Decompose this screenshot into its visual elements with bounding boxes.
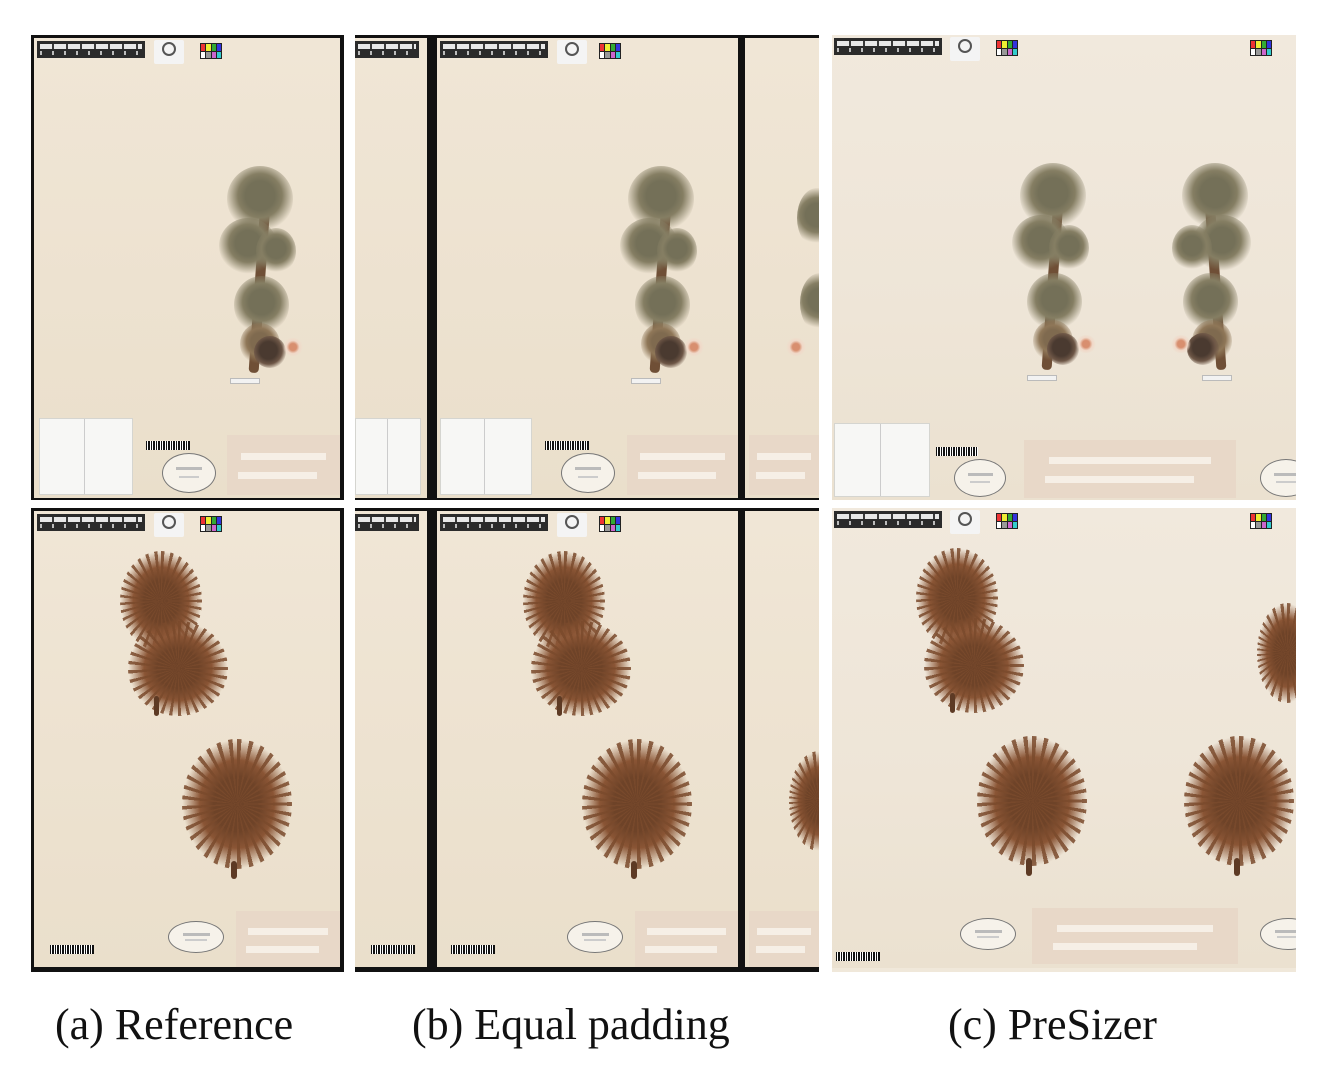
collection-label <box>1024 440 1236 498</box>
color-swatch-icon <box>599 43 621 59</box>
barcode <box>836 952 880 961</box>
caption-equal-padding: (b) Equal padding <box>412 1000 730 1049</box>
herbarium-sheet <box>437 38 738 498</box>
specimen-stamp <box>1260 918 1296 950</box>
color-swatch-icon <box>599 516 621 532</box>
panel-equal-padding-row1 <box>355 35 819 500</box>
color-swatch-icon <box>1250 513 1272 529</box>
institution-logo-icon <box>557 40 587 64</box>
color-swatch-icon <box>1250 40 1272 56</box>
herbarium-sheet <box>34 511 340 967</box>
institution-logo-icon <box>950 510 980 534</box>
institution-logo-icon <box>154 40 184 64</box>
herbarium-sheet-mirrored <box>832 508 1296 968</box>
panel-presizer-row2 <box>832 508 1296 972</box>
padding-left-reflection <box>355 511 427 967</box>
color-ruler <box>834 511 942 528</box>
color-ruler <box>834 38 942 55</box>
caption-presizer: (c) PreSizer <box>948 1000 1157 1049</box>
specimen-stamp <box>162 453 216 493</box>
specimen-stamp <box>168 921 224 953</box>
padding-right-reflection <box>745 38 819 498</box>
specimen-stamp <box>1260 459 1296 497</box>
specimen-stamp <box>561 453 615 493</box>
color-swatch-icon <box>200 516 222 532</box>
collection-label <box>236 911 340 967</box>
panel-equal-padding-row2 <box>355 508 819 972</box>
panel-reference-row1 <box>31 35 344 500</box>
seed-envelope <box>39 418 133 495</box>
institution-logo-icon <box>557 513 587 537</box>
color-swatch-icon <box>200 43 222 59</box>
herbarium-sheet-mirrored <box>832 35 1296 500</box>
color-ruler <box>440 514 548 531</box>
specimen-stamp <box>954 459 1006 497</box>
color-ruler <box>37 41 145 58</box>
collection-label <box>1032 908 1238 964</box>
seed-envelope <box>834 423 930 497</box>
herbarium-sheet <box>34 38 340 498</box>
padding-right-reflection <box>745 511 819 967</box>
specimen-stamp <box>567 921 623 953</box>
panel-reference-row2 <box>31 508 344 972</box>
institution-logo-icon <box>950 37 980 61</box>
barcode <box>50 945 94 954</box>
barcode <box>936 447 978 456</box>
institution-logo-icon <box>154 513 184 537</box>
color-swatch-icon <box>996 40 1018 56</box>
caption-reference: (a) Reference <box>55 1000 294 1049</box>
specimen-stamp <box>960 918 1016 950</box>
collection-label <box>227 435 340 495</box>
herbarium-sheet <box>437 511 738 967</box>
seed-envelope <box>440 418 532 495</box>
collection-label <box>635 911 738 967</box>
color-swatch-icon <box>996 513 1018 529</box>
collection-label <box>627 435 738 495</box>
color-ruler <box>440 41 548 58</box>
padding-left-reflection <box>355 38 427 498</box>
barcode <box>545 441 589 450</box>
panel-presizer-row1 <box>832 35 1296 500</box>
barcode <box>451 945 495 954</box>
barcode <box>146 441 190 450</box>
color-ruler <box>37 514 145 531</box>
